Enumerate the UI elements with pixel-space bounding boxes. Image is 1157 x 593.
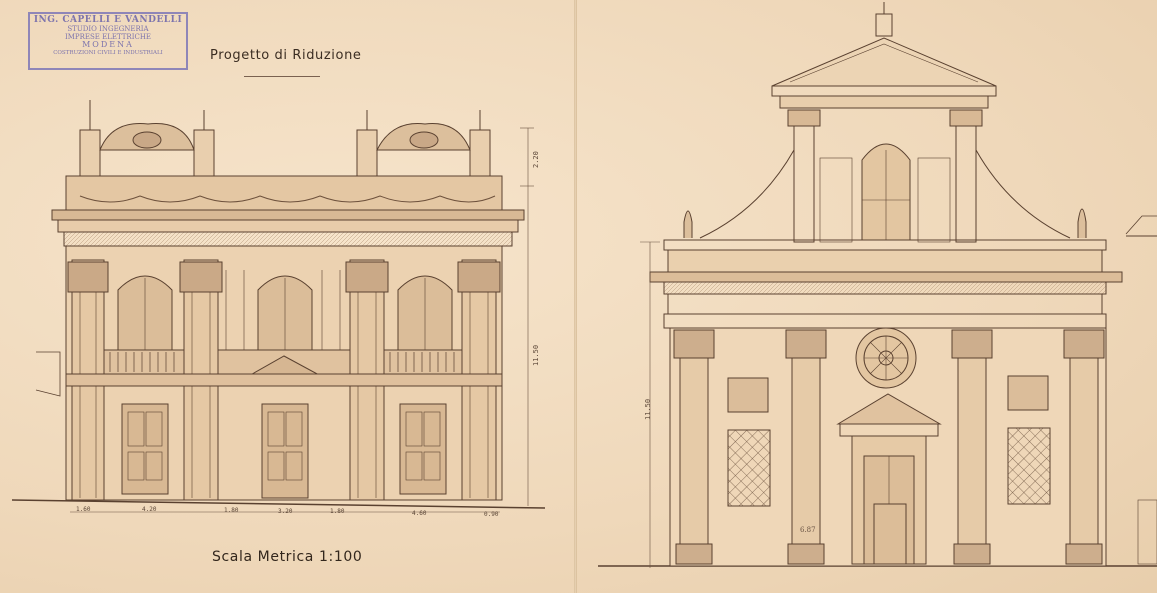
dim-main-height-right: 11.50 (644, 398, 652, 420)
dim-bottom-6: 4.60 (412, 510, 427, 517)
dim-bottom-1: 1.60 (76, 506, 91, 513)
stamp-line-4: MODENA (82, 40, 134, 50)
stamp-line-2: STUDIO INGEGNERIA (67, 24, 149, 33)
dim-bottom-4: 3.20 (278, 508, 293, 515)
drawing-title: Progetto di Riduzione (210, 48, 362, 63)
stamp-line-3: IMPRESE ELETTRICHE (64, 32, 152, 41)
scale-label: Scala Metrica 1:100 (212, 549, 363, 565)
dim-main-height-left: 11.50 (532, 344, 540, 366)
sheet-fold (574, 0, 577, 593)
right-facade (598, 2, 1157, 568)
stamp-line-5: COSTRUZIONI CIVILI E INDUSTRIALI (53, 50, 163, 57)
engineering-stamp: ING. CAPELLI E VANDELLI STUDIO INGEGNERI… (28, 12, 188, 70)
left-facade (11, 100, 546, 513)
dim-bottom-3: 1.80 (224, 507, 239, 514)
dim-top-height: 2.20 (532, 151, 540, 168)
dim-bottom-7: 0.90 (484, 511, 499, 518)
title-underline (244, 76, 320, 77)
dim-bottom-2: 4.20 (142, 506, 157, 513)
dim-mark-right: 6.87 (800, 526, 816, 534)
stamp-line-1: ING. CAPELLI E VANDELLI (33, 15, 183, 25)
dim-bottom-5: 1.80 (330, 508, 345, 515)
